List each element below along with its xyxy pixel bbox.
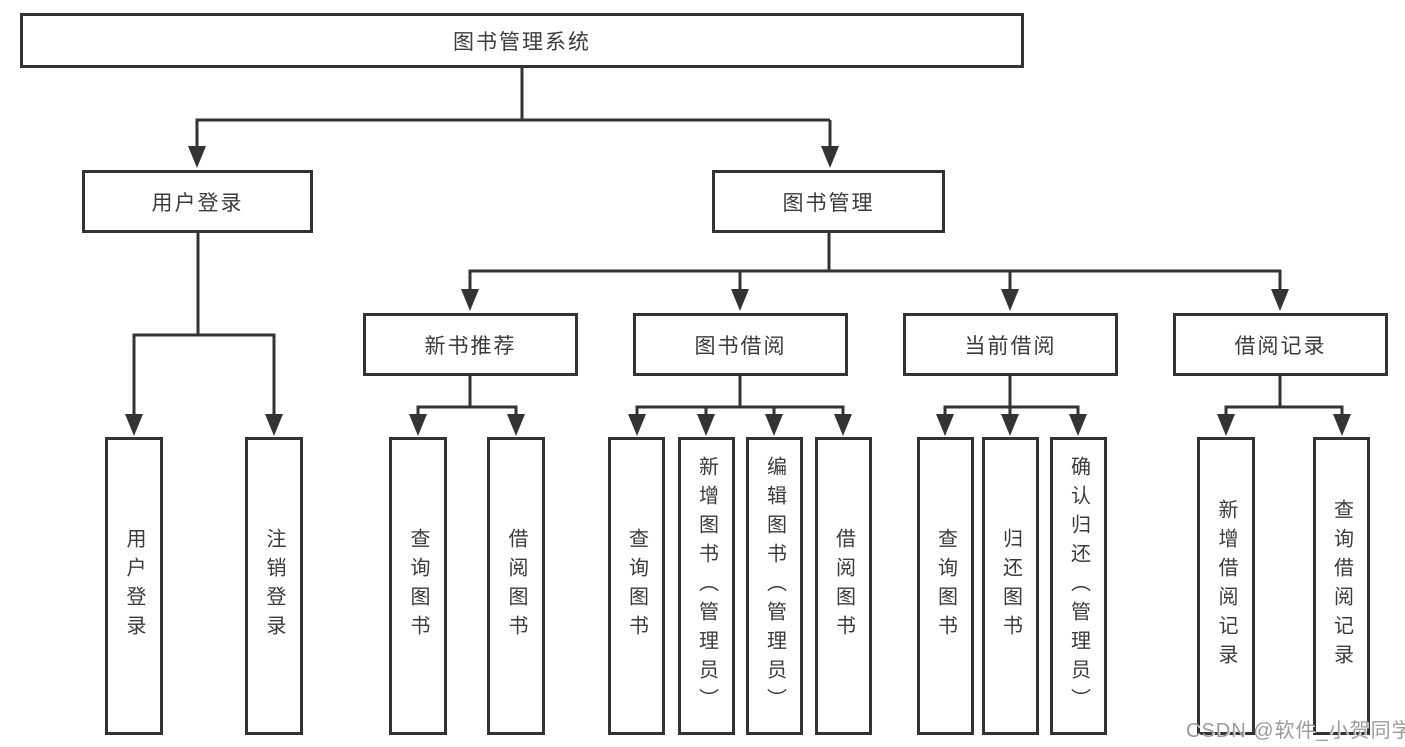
node-ul-login: 用户登录 bbox=[105, 437, 163, 735]
connector-lines bbox=[132, 68, 1344, 418]
node-br-query: 查询借阅记录 bbox=[1313, 437, 1370, 735]
node-current-borrow: 当前借阅 bbox=[903, 313, 1118, 376]
arrowhead bbox=[409, 414, 427, 436]
arrowhead bbox=[1271, 289, 1289, 311]
node-bb-query-label: 查询图书 bbox=[625, 528, 648, 644]
arrowhead bbox=[697, 414, 715, 436]
node-user-login: 用户登录 bbox=[82, 170, 313, 233]
arrowhead bbox=[265, 414, 283, 436]
node-br-query-label: 查询借阅记录 bbox=[1330, 499, 1353, 673]
node-ul-login-label: 用户登录 bbox=[123, 528, 145, 644]
arrowhead bbox=[731, 289, 749, 311]
node-nb-borrow: 借阅图书 bbox=[487, 437, 545, 735]
node-bb-borrow-label: 借阅图书 bbox=[832, 528, 855, 644]
connector-book-mgmt-split bbox=[468, 233, 1282, 293]
arrowhead bbox=[1217, 414, 1235, 436]
node-new-book-rec: 新书推荐 bbox=[363, 313, 578, 376]
node-cb-confirm: 确认归还（管理员） bbox=[1050, 437, 1107, 735]
connector-borrow-record-split bbox=[1224, 376, 1344, 418]
node-cb-return-label: 归还图书 bbox=[999, 528, 1022, 644]
arrowheads bbox=[125, 146, 1351, 436]
arrowhead bbox=[461, 289, 479, 311]
connector-current-borrow-split bbox=[943, 376, 1080, 418]
node-nb-query: 查询图书 bbox=[389, 437, 447, 735]
connector-new-book-rec-split bbox=[416, 376, 518, 418]
arrowhead bbox=[1069, 414, 1087, 436]
node-cb-query: 查询图书 bbox=[917, 437, 974, 735]
node-root: 图书管理系统 bbox=[20, 13, 1024, 68]
node-nb-borrow-label: 借阅图书 bbox=[505, 528, 527, 644]
node-bb-add-label: 新增图书（管理员） bbox=[695, 455, 718, 717]
node-bb-borrow: 借阅图书 bbox=[815, 437, 872, 735]
node-book-borrow-label: 图书借阅 bbox=[694, 334, 787, 358]
node-borrow-record: 借阅记录 bbox=[1173, 313, 1388, 376]
node-current-borrow-label: 当前借阅 bbox=[964, 334, 1057, 358]
node-br-add: 新增借阅记录 bbox=[1197, 437, 1255, 735]
arrowhead bbox=[834, 414, 852, 436]
node-nb-query-label: 查询图书 bbox=[407, 528, 429, 644]
node-user-login-label: 用户登录 bbox=[151, 191, 244, 215]
node-bb-edit-label: 编辑图书（管理员） bbox=[763, 455, 786, 717]
node-cb-query-label: 查询图书 bbox=[934, 528, 957, 644]
arrowhead bbox=[821, 146, 839, 168]
node-ul-logout: 注销登录 bbox=[245, 437, 303, 735]
arrowhead bbox=[125, 414, 143, 436]
connector-root-split bbox=[195, 68, 832, 150]
node-ul-logout-label: 注销登录 bbox=[263, 528, 285, 644]
node-bb-edit: 编辑图书（管理员） bbox=[746, 437, 803, 735]
node-bb-add: 新增图书（管理员） bbox=[678, 437, 735, 735]
watermark: CSDN @软件_小贺同学 bbox=[1186, 720, 1405, 742]
arrowhead bbox=[1001, 289, 1019, 311]
node-br-add-label: 新增借阅记录 bbox=[1215, 499, 1237, 673]
node-new-book-rec-label: 新书推荐 bbox=[424, 334, 517, 358]
arrowhead bbox=[936, 414, 954, 436]
node-root-label: 图书管理系统 bbox=[453, 30, 591, 54]
node-book-borrow: 图书借阅 bbox=[633, 313, 848, 376]
arrowhead bbox=[507, 414, 525, 436]
node-cb-confirm-label: 确认归还（管理员） bbox=[1067, 455, 1090, 717]
arrowhead bbox=[1001, 414, 1019, 436]
arrowhead bbox=[765, 414, 783, 436]
arrowhead bbox=[1333, 414, 1351, 436]
connector-user-login-split bbox=[132, 233, 276, 418]
node-cb-return: 归还图书 bbox=[982, 437, 1039, 735]
connector-book-borrow-split bbox=[635, 376, 845, 418]
node-bb-query: 查询图书 bbox=[608, 437, 665, 735]
arrowhead bbox=[188, 146, 206, 168]
node-book-mgmt-label: 图书管理 bbox=[782, 191, 875, 215]
node-borrow-record-label: 借阅记录 bbox=[1234, 334, 1327, 358]
node-book-mgmt: 图书管理 bbox=[712, 170, 945, 233]
arrowhead bbox=[628, 414, 646, 436]
